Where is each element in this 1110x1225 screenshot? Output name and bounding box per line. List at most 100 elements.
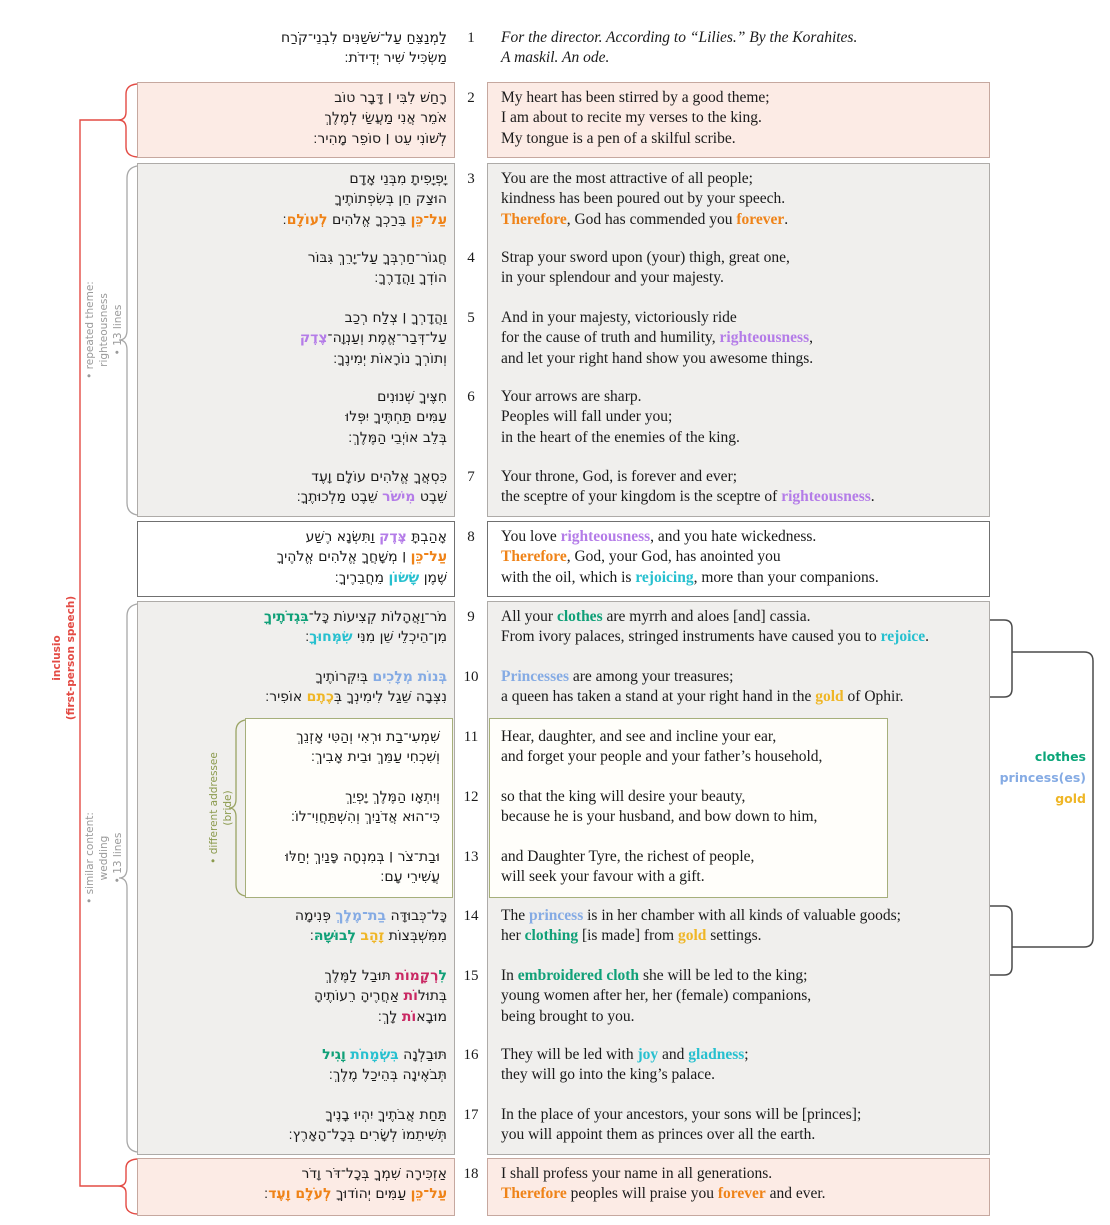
different-addressee-label: • different addressee (bride): [207, 752, 235, 864]
text-line: תְּבֹאֶינָה בְּהֵיכַל מֶלֶךְ׃: [328, 1067, 447, 1084]
text-line: Your arrows are sharp.: [501, 388, 642, 405]
text-line: My heart has been stirred by a good them…: [501, 89, 770, 106]
verse-number: 16: [463, 1047, 479, 1063]
english-text: In the place of your ancestors, your son…: [487, 1105, 990, 1146]
hebrew-box-verses-3-7: [137, 163, 455, 517]
text-line: Therefore, God, your God, has anointed y…: [501, 548, 781, 566]
hebrew-box-verse-2: [137, 82, 455, 158]
hebrew-text: בְּנוֹת מְלָכִים בְּיִקְּרוֹתֶיךָנִצְּבָ…: [137, 667, 455, 708]
text-line: עַל־כֵּן ׀ מְשָׁחֲךָ אֱלֹהִים אֱלֹהֶיךָ: [276, 549, 447, 566]
text-line: and let your right hand show you awesome…: [501, 349, 814, 367]
verse-number: 5: [467, 310, 475, 326]
text-line: לִרְקָמוֹת תּוּבַל לַמֶּלֶךְ: [324, 968, 447, 984]
text-line: כִּסְאֲךָ אֱלֹהִים עוֹלָם וָעֶד: [311, 469, 447, 485]
text-line: וְתוֹרְךָ נוֹרָאוֹת יְמִינֶךָ׃: [333, 350, 447, 367]
text-line: Therefore, God has commended you forever…: [501, 210, 789, 228]
motif-legend: clothes princess(es) gold: [990, 746, 1086, 809]
text-line: עַמִּים תַּחְתֶּיךָ יִפְּלוּ: [345, 409, 447, 426]
inclusio-brace: [79, 83, 138, 1215]
text-line: They will be led with joy and gladness;: [501, 1046, 749, 1063]
verse-number: 18: [463, 1166, 479, 1182]
similar-content-label-line: • similar content:: [84, 812, 96, 904]
text-line: Your throne, God, is forever and ever;: [501, 468, 738, 485]
verse-number: 17: [463, 1107, 479, 1123]
text-line: בְּנוֹת מְלָכִים בְּיִקְּרוֹתֶיךָ: [315, 669, 447, 685]
verse-number: 15: [463, 968, 479, 984]
text-line: לְשׁוֹנִי עֵט ׀ סוֹפֵר מָהִיר׃: [313, 130, 447, 147]
english-text: You are the most attractive of all peopl…: [487, 169, 990, 230]
english-text: For the director. According to “Lilies.”…: [487, 28, 990, 69]
text-line: בְּתוּלוֹת אַחֲרֶיהָ רֵעוֹתֶיהָ: [314, 988, 447, 1005]
hebrew-text: שִׁמְעִי־בַת וּרְאִי וְהַטִּי אָזְנֵךְוְ…: [137, 727, 455, 768]
verse-number: 3: [467, 171, 475, 187]
text-line: תַּחַת אֲבֹתֶיךָ יִהְיוּ בָנֶיךָ: [325, 1107, 447, 1123]
english-text: The princess is in her chamber with all …: [487, 906, 990, 947]
repeated-theme-label-line: righteousness: [98, 293, 110, 367]
motif-bracket-verses-9-10: [990, 619, 1013, 698]
text-line: מִן־הֵיכְלֵי שֵׁן מִנִּי שִׂמְּחוּךָ׃: [305, 629, 447, 646]
text-line: the sceptre of your kingdom is the scept…: [501, 488, 875, 506]
verse-number: 8: [467, 529, 475, 545]
verse-number: 2: [467, 90, 475, 106]
text-line: עֲשִׁירֵי עָם׃: [380, 869, 440, 886]
text-line: From ivory palaces, stringed instruments…: [501, 628, 930, 646]
hebrew-text: מֹר־וַאֲהָלוֹת קְצִיעוֹת כָּל־בִּגְדֹתֶי…: [137, 607, 455, 648]
text-line: Strap your sword upon (your) thigh, grea…: [501, 249, 790, 266]
text-line: in your splendour and your majesty.: [501, 269, 724, 287]
inclusio-label-line: (first-person speech): [65, 595, 77, 721]
english-text: I shall profess your name in all generat…: [487, 1164, 990, 1205]
text-line: שֶׁמֶן שָׂשׂוֹן מֵחֲבֵרֶיךָ׃: [334, 569, 447, 586]
text-line: חֲגוֹר־חַרְבְּךָ עַל־יָרֵךְ גִּבּוֹר: [307, 250, 447, 266]
english-text: In embroidered cloth she will be led to …: [487, 966, 990, 1027]
text-line: מֹר־וַאֲהָלוֹת קְצִיעוֹת כָּל־בִּגְדֹתֶי…: [263, 609, 447, 625]
text-line: כָּל־כְּבוּדָּה בַת־מֶלֶךְ פְּנִימָה: [294, 908, 447, 924]
text-line: כִּי־הוּא אֲדֹנַיִךְ וְהִשְׁתַּחֲוִי־לוֹ…: [290, 809, 440, 826]
motif-gold-label: gold: [1055, 791, 1086, 806]
text-line: In the place of your ancestors, your son…: [501, 1106, 862, 1123]
inclusio-label: inclusio (first-person speech): [50, 596, 78, 720]
text-line: a queen has taken a stand at your right …: [501, 688, 904, 706]
verse-row-9: מֹר־וַאֲהָלוֹת קְצִיעוֹת כָּל־בִּגְדֹתֶי…: [137, 607, 990, 648]
text-line: מִמִּשְׁבְּצוֹת זָהָב לְבוּשָׁהּ׃: [309, 928, 447, 945]
text-line: The princess is in her chamber with all …: [501, 907, 901, 924]
hebrew-text: לַמְנַצֵּחַ עַל־שֹׁשַׁנִּים לִבְנֵי־קֹרַ…: [137, 28, 455, 69]
text-line: being brought to you.: [501, 1007, 635, 1025]
text-line: in the heart of the enemies of the king.: [501, 428, 740, 446]
hebrew-text: וּבַת־צֹר ׀ בְּמִנְחָה פָּנַיִךְ יְחַלּו…: [137, 847, 455, 888]
verse-row-17: תַּחַת אֲבֹתֶיךָ יִהְיוּ בָנֶיךָ תְּשִׁית…: [137, 1105, 990, 1146]
english-box-verse-8: [487, 521, 990, 597]
repeated-theme-label-line: • 13 lines: [112, 304, 124, 356]
verse-row-15: לִרְקָמוֹת תּוּבַל לַמֶּלֶךְ בְּתוּלוֹת א…: [137, 966, 990, 1027]
english-text: and Daughter Tyre, the richest of people…: [487, 847, 990, 888]
verse-number: 13: [463, 849, 479, 865]
text-line: young women after her, her (female) comp…: [501, 987, 812, 1005]
text-line: עַל־כֵּן בֵּרַכְךָ אֱלֹהִים לְעוֹלָם׃: [282, 211, 447, 228]
text-line: For the director. According to “Lilies.”…: [501, 29, 858, 46]
english-text: Hear, daughter, and see and incline your…: [487, 727, 990, 768]
text-line: You are the most attractive of all peopl…: [501, 170, 753, 187]
text-line: מוּבָאוֹת לָךְ׃: [377, 1008, 447, 1025]
verse-row-10: בְּנוֹת מְלָכִים בְּיִקְּרוֹתֶיךָנִצְּבָ…: [137, 667, 990, 708]
text-line: because he is your husband, and bow down…: [501, 808, 818, 826]
english-text: They will be led with joy and gladness;t…: [487, 1045, 990, 1086]
text-line: תְּשִׁיתֵמוֹ לְשָׂרִים בְּכָל־הָאָרֶץ׃: [288, 1127, 447, 1144]
verse-row-14: כָּל־כְּבוּדָּה בַת־מֶלֶךְ פְּנִימָה מִמִ…: [137, 906, 990, 947]
english-box-verse-18: [487, 1158, 990, 1216]
text-line: וַהֲדָרְךָ ׀ צְלַח רְכַב: [344, 310, 447, 326]
text-line: I am about to recite my verses to the ki…: [501, 109, 762, 127]
text-line: And in your majesty, victoriously ride: [501, 309, 737, 326]
text-line: עַל־דְּבַר־אֱמֶת וְעַנְוָה־צֶדֶק: [299, 330, 447, 347]
verse-number: 7: [467, 469, 475, 485]
